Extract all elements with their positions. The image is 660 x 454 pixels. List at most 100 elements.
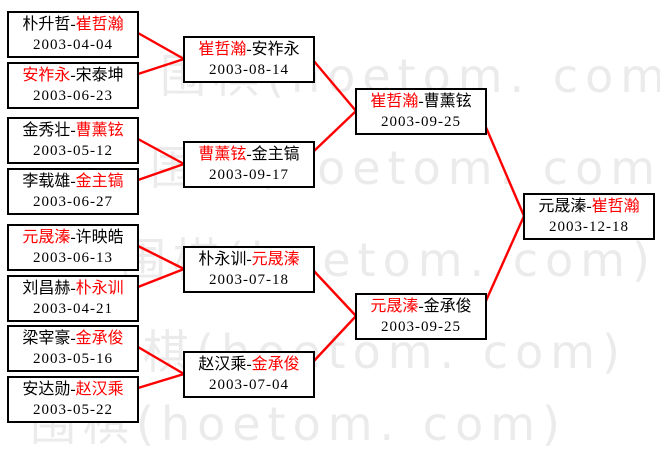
player-name: 金承俊	[251, 356, 300, 373]
connector-line	[136, 345, 186, 376]
match-box-r2-3: 朴永训-元晟溱 2003-07-18	[183, 246, 315, 293]
player-name: 曹薰铉	[423, 93, 472, 110]
match-box-r2-1: 崔哲瀚-安祚永 2003-08-14	[183, 36, 315, 83]
match-players: 赵汉乘-金承俊	[185, 354, 313, 376]
player-name: 李载雄	[22, 173, 71, 190]
bracket-connectors	[136, 31, 526, 390]
player-separator: -	[70, 16, 76, 33]
connector-line	[483, 214, 526, 305]
player-separator: -	[246, 356, 252, 373]
match-players: 元晟溱-许映皓	[9, 227, 137, 249]
match-date: 2003-05-12	[33, 143, 113, 159]
connector-line	[483, 123, 526, 218]
player-name: 宋泰坤	[75, 67, 124, 84]
player-name: 安祚永	[22, 67, 71, 84]
player-name: 金秀壮	[22, 122, 71, 139]
player-name: 元晟溱	[370, 298, 419, 315]
player-separator: -	[70, 229, 76, 246]
match-box-r1-3: 金秀壮-曹薰铉 2003-05-12	[7, 117, 139, 164]
player-separator: -	[70, 67, 76, 84]
player-name: 金承俊	[75, 330, 124, 347]
match-players: 元晟溱-崔哲瀚	[525, 196, 653, 218]
player-name: 崔哲瀚	[591, 198, 640, 215]
match-box-r1-8: 安达勋-赵汉乘 2003-05-22	[7, 376, 139, 423]
player-separator: -	[70, 381, 76, 398]
match-players: 曹薰铉-金主镐	[185, 144, 313, 166]
match-date: 2003-06-13	[33, 250, 113, 266]
match-box-r2-2: 曹薰铉-金主镐 2003-09-17	[183, 141, 315, 188]
connector-line	[311, 314, 358, 364]
match-players: 李载雄-金主镐	[9, 171, 137, 193]
match-date: 2003-12-18	[549, 219, 629, 235]
player-separator: -	[418, 298, 424, 315]
match-players: 安达勋-赵汉乘	[9, 379, 137, 401]
match-players: 元晟溱-金承俊	[357, 296, 485, 318]
player-name: 梁宰豪	[22, 330, 71, 347]
player-name: 刘昌赫	[22, 280, 71, 297]
connector-line	[136, 57, 186, 76]
player-separator: -	[246, 251, 252, 268]
match-players: 刘昌赫-朴永训	[9, 278, 137, 300]
player-name: 安祚永	[251, 41, 300, 58]
match-box-r1-1: 朴升哲-崔哲瀚 2003-04-04	[7, 11, 139, 58]
connector-line	[136, 244, 186, 271]
connector-line	[136, 162, 186, 182]
match-date: 2003-05-16	[33, 351, 113, 367]
match-box-r2-4: 赵汉乘-金承俊 2003-07-04	[183, 351, 315, 398]
player-name: 朴永训	[75, 280, 124, 297]
connector-line	[136, 31, 186, 61]
player-separator: -	[246, 146, 252, 163]
player-name: 崔哲瀚	[75, 16, 124, 33]
match-date: 2003-09-17	[209, 167, 289, 183]
match-players: 崔哲瀚-安祚永	[185, 39, 313, 61]
player-separator: -	[586, 198, 592, 215]
player-separator: -	[70, 122, 76, 139]
match-date: 2003-07-04	[209, 377, 289, 393]
match-players: 梁宰豪-金承俊	[9, 328, 137, 350]
connector-line	[311, 268, 358, 318]
match-box-sf-2: 元晟溱-金承俊 2003-09-25	[355, 293, 487, 340]
connector-line	[136, 137, 186, 166]
player-separator: -	[70, 330, 76, 347]
player-separator: -	[418, 93, 424, 110]
connector-line	[311, 58, 358, 113]
player-name: 安达勋	[22, 381, 71, 398]
match-box-r1-5: 元晟溱-许映皓 2003-06-13	[7, 224, 139, 271]
match-box-r1-7: 梁宰豪-金承俊 2003-05-16	[7, 325, 139, 372]
player-name: 金承俊	[423, 298, 472, 315]
match-box-r1-2: 安祚永-宋泰坤 2003-06-23	[7, 62, 139, 109]
match-date: 2003-09-25	[381, 114, 461, 130]
player-name: 元晟溱	[251, 251, 300, 268]
match-date: 2003-05-22	[33, 402, 113, 418]
match-date: 2003-06-27	[33, 194, 113, 210]
player-name: 朴永训	[198, 251, 247, 268]
match-box-sf-1: 崔哲瀚-曹薰铉 2003-09-25	[355, 88, 487, 135]
player-name: 崔哲瀚	[198, 41, 247, 58]
match-date: 2003-07-18	[209, 272, 289, 288]
player-separator: -	[70, 280, 76, 297]
player-name: 金主镐	[75, 173, 124, 190]
player-name: 许映皓	[75, 229, 124, 246]
player-separator: -	[246, 41, 252, 58]
player-name: 金主镐	[251, 146, 300, 163]
player-name: 崔哲瀚	[370, 93, 419, 110]
player-name: 元晟溱	[22, 229, 71, 246]
connector-line	[136, 267, 186, 289]
player-name: 元晟溱	[538, 198, 587, 215]
player-separator: -	[70, 173, 76, 190]
match-players: 朴永训-元晟溱	[185, 249, 313, 271]
match-date: 2003-04-21	[33, 301, 113, 317]
match-date: 2003-09-25	[381, 319, 461, 335]
match-date: 2003-04-04	[33, 37, 113, 53]
match-players: 朴升哲-崔哲瀚	[9, 14, 137, 36]
match-date: 2003-06-23	[33, 88, 113, 104]
match-box-r1-4: 李载雄-金主镐 2003-06-27	[7, 168, 139, 215]
player-name: 赵汉乘	[75, 381, 124, 398]
match-date: 2003-08-14	[209, 62, 289, 78]
match-box-final: 元晟溱-崔哲瀚 2003-12-18	[523, 193, 655, 240]
player-name: 朴升哲	[22, 16, 71, 33]
player-name: 曹薰铉	[75, 122, 124, 139]
match-box-r1-6: 刘昌赫-朴永训 2003-04-21	[7, 275, 139, 322]
player-name: 曹薰铉	[198, 146, 247, 163]
match-players: 崔哲瀚-曹薰铉	[357, 91, 485, 113]
